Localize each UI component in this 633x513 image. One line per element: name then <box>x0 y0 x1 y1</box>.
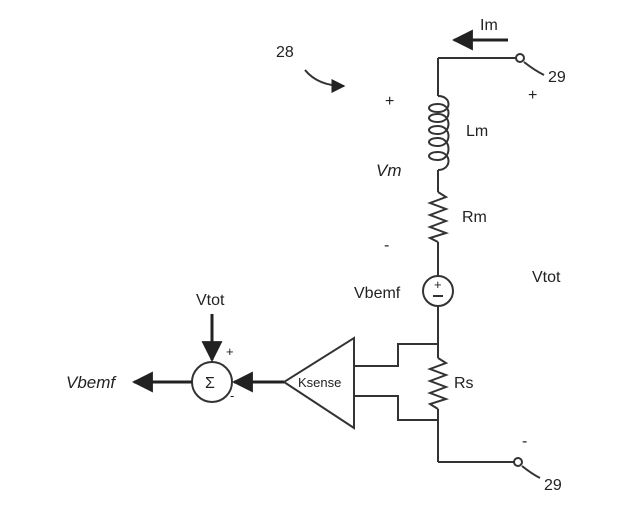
vtot-input-label: Vtot <box>196 292 225 309</box>
vbemf-output-label: Vbemf <box>66 373 117 392</box>
terminal-bottom-leader <box>521 465 541 479</box>
current-label: Im <box>480 17 498 34</box>
reference-arrow-28 <box>304 69 346 93</box>
vm-plus: + <box>385 93 394 110</box>
inductor-lm-label: Lm <box>466 123 488 140</box>
sum-minus: - <box>230 388 234 403</box>
ksense-label: Ksense <box>298 375 341 390</box>
terminal-bottom[interactable] <box>513 457 523 467</box>
terminal-top-leader <box>523 61 545 76</box>
vbemf-source-label: Vbemf <box>354 285 401 302</box>
terminal-top-plus: + <box>528 87 537 104</box>
vm-minus: - <box>384 237 389 254</box>
vm-label: Vm <box>376 161 402 180</box>
inductor-lm <box>428 95 450 171</box>
resistor-rs <box>427 357 450 410</box>
terminal-bottom-label: 29 <box>544 477 562 494</box>
resistor-rm-label: Rm <box>462 209 487 226</box>
resistor-rs-label: Rs <box>454 375 474 392</box>
sense-wire-top <box>354 343 438 367</box>
terminal-bottom-minus: - <box>522 433 527 450</box>
ksense-amplifier <box>282 336 355 430</box>
resistor-rm <box>427 191 450 243</box>
sum-symbol: Σ <box>205 375 215 392</box>
vtot-right-label: Vtot <box>532 269 561 286</box>
vbemf-source-plus: + <box>434 277 442 292</box>
sum-plus: + <box>226 344 234 359</box>
terminal-top-label: 29 <box>548 69 566 86</box>
reference-label-28: 28 <box>276 44 294 61</box>
terminal-top[interactable] <box>515 53 525 63</box>
sense-wire-bottom <box>354 395 438 421</box>
